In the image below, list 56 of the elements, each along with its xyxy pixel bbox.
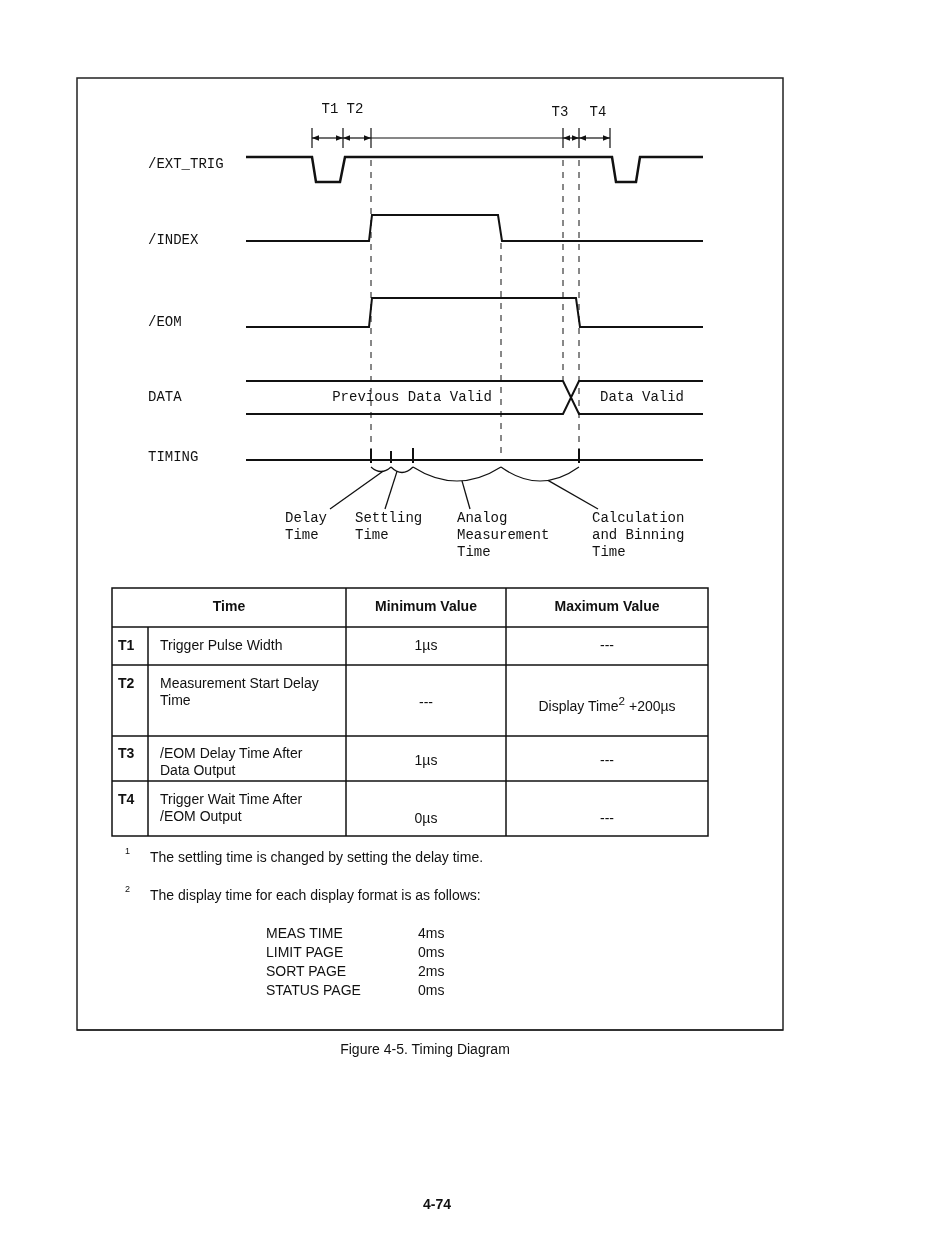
table-cell: --- <box>419 694 433 711</box>
page-number: 4-74 <box>423 1196 451 1213</box>
interval-label: Calculation and Binning Time <box>592 510 702 561</box>
table-cell-text: /EOM Delay Time After Data Output <box>160 745 304 779</box>
format-name: SORT PAGE <box>266 963 347 980</box>
timing-parameter-label: T1 <box>321 101 339 118</box>
timing-parameter-label: T2 <box>346 101 364 118</box>
table-cell: T1 <box>118 637 135 654</box>
leader-line <box>461 480 471 510</box>
timing-parameter-label: T3 <box>551 104 569 121</box>
table-header: Maximum Value <box>554 598 660 615</box>
bus-state-label: Previous Data Valid <box>332 389 492 406</box>
footnote-mark: 2 <box>125 884 130 895</box>
leader-line <box>547 479 599 510</box>
table-cell: T2 <box>118 675 135 692</box>
format-name: MEAS TIME <box>266 925 343 942</box>
format-name: STATUS PAGE <box>266 982 361 999</box>
leader-line <box>329 470 384 510</box>
interval-arc <box>412 466 502 482</box>
leader-line <box>384 470 398 510</box>
format-value: 2ms <box>418 963 445 980</box>
table-header: Minimum Value <box>375 598 477 615</box>
signal-name: DATA <box>148 389 182 406</box>
format-name: LIMIT PAGE <box>266 944 344 961</box>
table-cell: 1µs <box>414 752 438 769</box>
signal-name: /EXT_TRIG <box>148 156 224 173</box>
interval-arc <box>500 466 580 482</box>
signal-name: TIMING <box>148 449 199 466</box>
interval-arc <box>370 466 392 473</box>
format-value: 4ms <box>418 925 445 942</box>
table-header: Time <box>212 598 246 615</box>
signal-name: /INDEX <box>148 232 199 249</box>
caption: Figure 4-5. Timing Diagram <box>340 1041 510 1058</box>
timing-parameter-label: T4 <box>589 104 607 121</box>
table-cell: --- <box>600 637 614 654</box>
interval-label: Delay Time <box>285 510 335 544</box>
table-cell: T3 <box>118 745 135 762</box>
interval-label: Analog Measurement Time <box>457 510 557 561</box>
footnote: The display time for each display format is as follows: <box>150 887 481 904</box>
table-cell: 0µs <box>414 810 438 827</box>
table-cell: Measurement Start Delay Time <box>160 675 320 709</box>
signal-name: /EOM <box>148 314 182 331</box>
table-cell: --- <box>600 810 614 827</box>
format-value: 0ms <box>418 982 445 999</box>
footnote: The settling time is changed by setting the delay time. <box>150 849 484 866</box>
table-cell: --- <box>600 752 614 769</box>
table-cell: 1µs <box>414 637 438 654</box>
table-cell: Display Time$^{2}$ +200µs <box>538 694 676 715</box>
table-cell: T4 <box>118 791 135 808</box>
format-value: 0ms <box>418 944 445 961</box>
interval-label: Settling Time <box>355 510 435 544</box>
interval-arc <box>390 466 414 474</box>
table-cell-text: Trigger Wait Time After /EOM Output <box>160 791 304 825</box>
bus-state-label: Data Valid <box>600 389 684 406</box>
footnote-mark: 1 <box>125 846 130 857</box>
table-cell: Trigger Pulse Width <box>160 637 283 654</box>
